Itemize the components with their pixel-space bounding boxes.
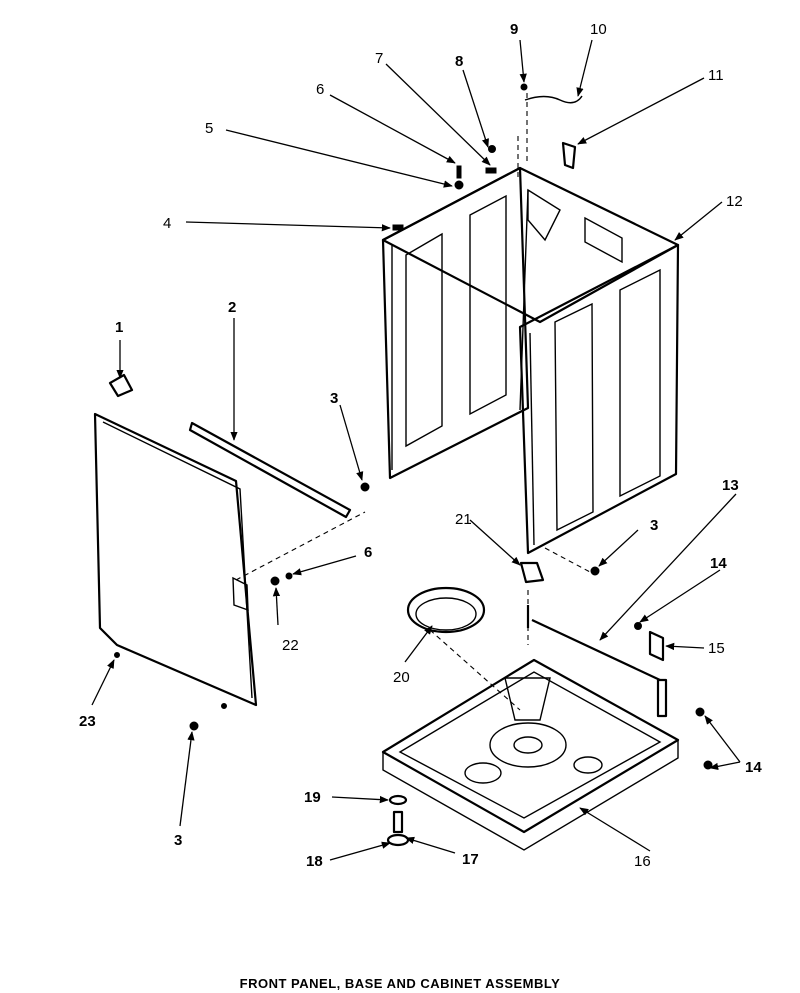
callout-23: 23 bbox=[79, 713, 96, 730]
callout-4: 4 bbox=[163, 215, 171, 232]
callout-2: 2 bbox=[228, 299, 236, 316]
leader-lines bbox=[91, 39, 741, 861]
callout-12: 12 bbox=[726, 193, 743, 210]
callout-22: 22 bbox=[282, 637, 299, 654]
callout-13: 13 bbox=[722, 477, 739, 494]
front-panel bbox=[93, 412, 258, 709]
callout-14: 14 bbox=[710, 555, 727, 572]
callout-7: 7 bbox=[375, 50, 383, 67]
callout-3: 3 bbox=[330, 390, 338, 407]
callout-18: 18 bbox=[306, 853, 323, 870]
callout-19: 19 bbox=[304, 789, 321, 806]
clip bbox=[108, 373, 134, 398]
seal-ring bbox=[406, 586, 486, 634]
callout-10: 10 bbox=[590, 21, 607, 38]
alignment-lines bbox=[235, 93, 591, 711]
callout-6-front: 6 bbox=[364, 544, 372, 561]
callout-3-right: 3 bbox=[650, 517, 658, 534]
callout-5: 5 bbox=[205, 120, 213, 137]
callout-20: 20 bbox=[393, 669, 410, 686]
cabinet-side-panel bbox=[518, 243, 680, 555]
base-frame bbox=[381, 658, 680, 851]
callout-3-lower: 3 bbox=[174, 832, 182, 849]
callout-8: 8 bbox=[455, 53, 463, 70]
top-rail bbox=[188, 421, 352, 519]
callout-1: 1 bbox=[115, 319, 123, 336]
hardware-items bbox=[189, 83, 713, 847]
callout-14-lower: 14 bbox=[745, 759, 762, 776]
cabinet-rear-panel bbox=[381, 166, 680, 480]
callout-15: 15 bbox=[708, 640, 725, 657]
diagram-caption: FRONT PANEL, BASE AND CABINET ASSEMBLY bbox=[239, 976, 561, 991]
callout-11: 11 bbox=[708, 67, 724, 84]
callout-21: 21 bbox=[455, 511, 472, 528]
callout-16: 16 bbox=[634, 853, 651, 870]
callout-labels: 1 2 3 4 5 6 7 8 9 10 11 12 13 14 15 14 1… bbox=[79, 21, 762, 870]
callout-6: 6 bbox=[316, 81, 324, 98]
callout-9: 9 bbox=[510, 21, 518, 38]
callout-17: 17 bbox=[462, 851, 479, 868]
